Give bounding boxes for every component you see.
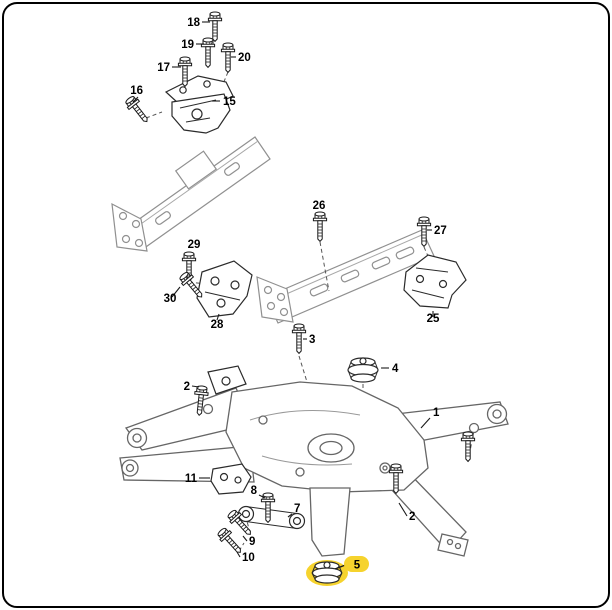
callout-7[interactable]: 7 bbox=[294, 503, 300, 515]
callout-20[interactable]: 20 bbox=[238, 52, 251, 64]
callout-11[interactable]: 11 bbox=[185, 473, 198, 485]
callouts: 18 19 17 20 16 15 26 27 29 30 28 25 3 4 … bbox=[130, 17, 447, 564]
callout-1[interactable]: 1 bbox=[433, 407, 440, 419]
bracket-25 bbox=[403, 254, 467, 309]
bolt-16 bbox=[123, 93, 153, 127]
callout-29[interactable]: 29 bbox=[188, 239, 201, 251]
highlighted-bushing-5[interactable] bbox=[306, 560, 348, 586]
callout-26[interactable]: 26 bbox=[313, 200, 326, 212]
chassis-rail-upper bbox=[111, 136, 271, 252]
callout-4[interactable]: 4 bbox=[392, 363, 399, 375]
bolt-right-arm bbox=[460, 431, 476, 462]
callout-5-highlighted[interactable]: 5 bbox=[334, 556, 369, 572]
bracket-11 bbox=[210, 463, 252, 495]
bolt-18 bbox=[207, 11, 223, 42]
callout-15[interactable]: 15 bbox=[223, 96, 236, 108]
engine-mount-15 bbox=[164, 75, 234, 134]
callout-3[interactable]: 3 bbox=[309, 334, 315, 346]
bracket-28 bbox=[196, 260, 253, 318]
callout-10[interactable]: 10 bbox=[242, 552, 255, 564]
bolt-10 bbox=[215, 525, 246, 558]
bolt-26 bbox=[312, 211, 328, 242]
pendulum-link-7 bbox=[237, 505, 306, 530]
callout-2-left[interactable]: 2 bbox=[184, 381, 190, 393]
callout-18[interactable]: 18 bbox=[187, 17, 200, 29]
callout-5-badge[interactable] bbox=[344, 556, 369, 572]
callout-27[interactable]: 27 bbox=[434, 225, 447, 237]
callout-2-right[interactable]: 2 bbox=[409, 511, 415, 523]
bolt-19 bbox=[200, 37, 216, 68]
leader-lines bbox=[132, 21, 434, 558]
callout-30[interactable]: 30 bbox=[164, 293, 177, 305]
chassis-rail-mid bbox=[256, 229, 435, 324]
callout-16[interactable]: 16 bbox=[130, 85, 143, 97]
callout-9[interactable]: 9 bbox=[249, 536, 255, 548]
rubber-bushing-4 bbox=[347, 357, 379, 383]
callout-8[interactable]: 8 bbox=[251, 485, 258, 497]
callout-28[interactable]: 28 bbox=[211, 319, 224, 331]
callout-19[interactable]: 19 bbox=[181, 39, 194, 51]
callout-25[interactable]: 25 bbox=[427, 313, 440, 325]
callout-17[interactable]: 17 bbox=[157, 62, 170, 74]
subframe-1 bbox=[119, 365, 509, 557]
callout-5[interactable]: 5 bbox=[354, 560, 361, 572]
bolt-20 bbox=[220, 42, 236, 73]
